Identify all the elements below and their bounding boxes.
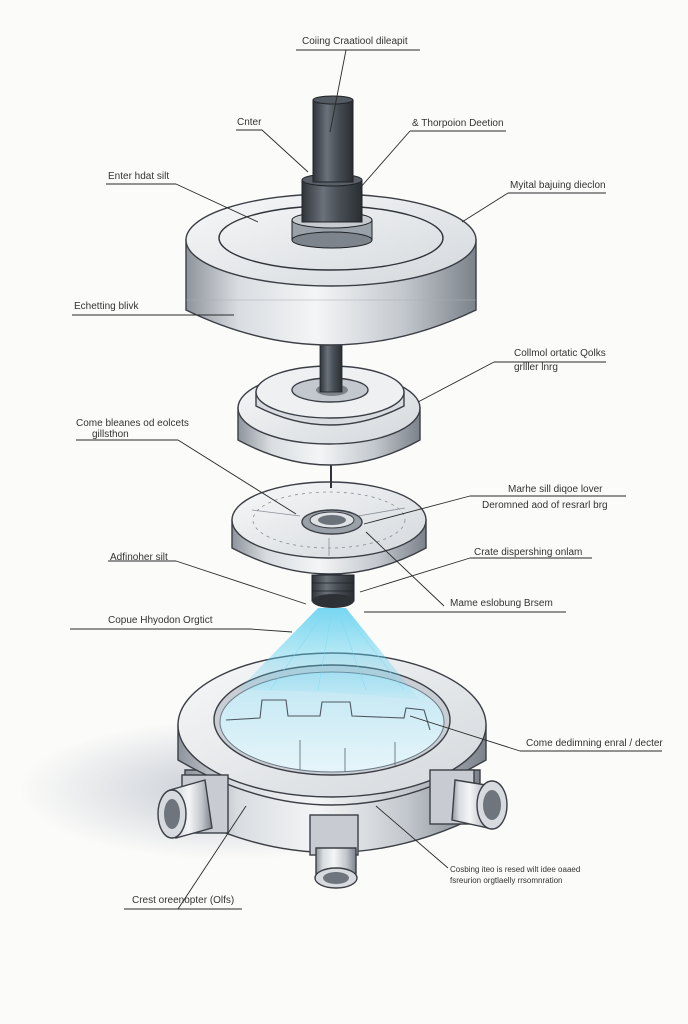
base-housing: [157, 652, 508, 889]
label-thorpoion-deetion: & Thorpoion Deetion: [412, 118, 504, 129]
right-pipe-fitting: [429, 769, 508, 830]
label-come-dedimning: Come dedimning enral / decter: [526, 738, 663, 749]
inner-crenellation: [225, 699, 431, 731]
label-mame-eslobung: Mame eslobung Brsem: [450, 598, 553, 609]
connecting-shaft: [319, 343, 343, 393]
label-collmol-line1: Collmol ortatic Qolks: [514, 348, 606, 359]
spray-beam: [238, 608, 420, 700]
top-shaft-column: [291, 95, 373, 249]
label-collmol-line2: grlller lnrg: [514, 362, 558, 373]
label-crate-dispershing: Crate dispershing onlam: [474, 547, 583, 558]
label-cosbing-line2: fsreurion orgtlaelly rrsomnration: [450, 876, 563, 885]
label-come-bleanes-line1: Come bleanes od eolcets: [76, 418, 189, 429]
left-pipe-fitting: [157, 774, 229, 839]
label-copue-thryodon: Copue Hhyodon Orgtict: [108, 615, 213, 626]
lower-diffuser-disc: [231, 481, 427, 608]
spray-nozzle: [311, 574, 355, 608]
label-come-bleanes-line2: gillsthon: [92, 429, 129, 440]
label-myital-bajuing: Myital bajuing dieclon: [510, 180, 606, 191]
label-cnter: Cnter: [237, 117, 262, 128]
label-echetting-blivk: Echetting blivk: [74, 301, 139, 312]
front-pipe-fitting: [309, 814, 359, 889]
label-crest-oreenopter: Crest oreenopter (Olfs): [132, 895, 235, 906]
label-marhe-sill-line2: Deromned aod of resrarl brg: [482, 500, 608, 511]
label-top-title: Coiing Craatiool dileapit: [302, 36, 408, 47]
label-addinoher-silt: Adfinoher silt: [110, 552, 168, 563]
label-enter-hdat-silt: Enter hdat silt: [108, 171, 170, 182]
label-marhe-sill-line1: Marhe sill diqoe lover: [508, 484, 603, 495]
label-cosbing-line1: Cosbing iteo is resed wilt idee oaaed: [450, 865, 581, 874]
leader-lines: [70, 49, 662, 910]
